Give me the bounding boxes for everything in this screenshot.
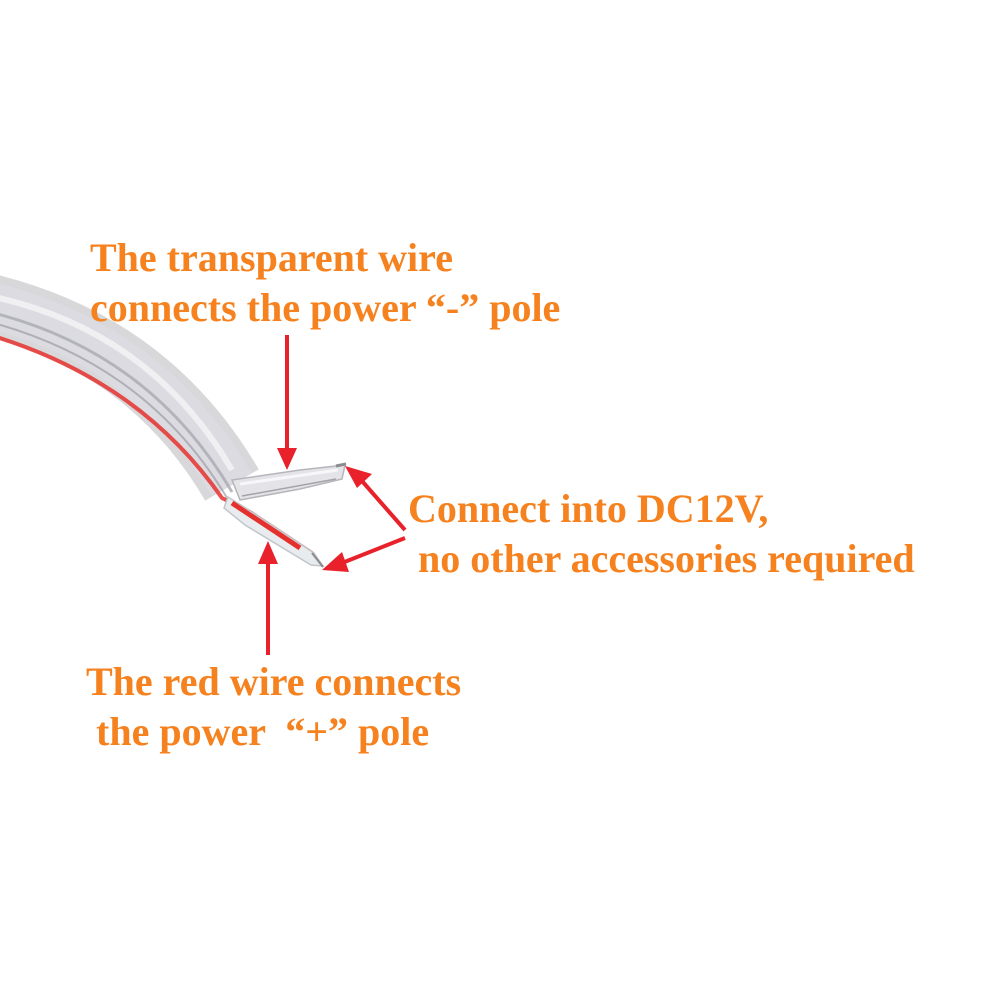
transparent-wire-label-line1: The transparent wire	[90, 235, 453, 280]
transparent-wire-label: The transparent wire connects the power …	[90, 233, 560, 333]
connect-label-line2: no other accessories required	[408, 536, 915, 581]
red-wire-stripe	[230, 500, 302, 551]
red-wire-label-line1: The red wire connects	[86, 659, 462, 704]
red-wire-label: The red wire connects the power “+” pole	[86, 657, 461, 757]
arrow-transparent-wire	[277, 335, 297, 470]
arrow-connect-upper	[345, 466, 407, 532]
cable-sheath	[0, 275, 259, 504]
red-wire-core	[0, 336, 314, 555]
connect-label-line1: Connect into DC12V,	[408, 486, 769, 531]
arrow-red-wire	[258, 541, 278, 655]
transparent-wire-label-line2: connects the power “-” pole	[90, 285, 561, 330]
arrow-connect-lower	[322, 536, 406, 572]
red-wire	[0, 336, 325, 568]
transparent-wire-tip	[335, 462, 347, 468]
red-wire-label-line2: the power “+” pole	[86, 709, 430, 754]
annotation-arrows	[258, 335, 407, 655]
connect-label: Connect into DC12V, no other accessories…	[408, 484, 915, 584]
red-wire-tip	[311, 552, 324, 568]
transparent-wire	[230, 462, 347, 501]
